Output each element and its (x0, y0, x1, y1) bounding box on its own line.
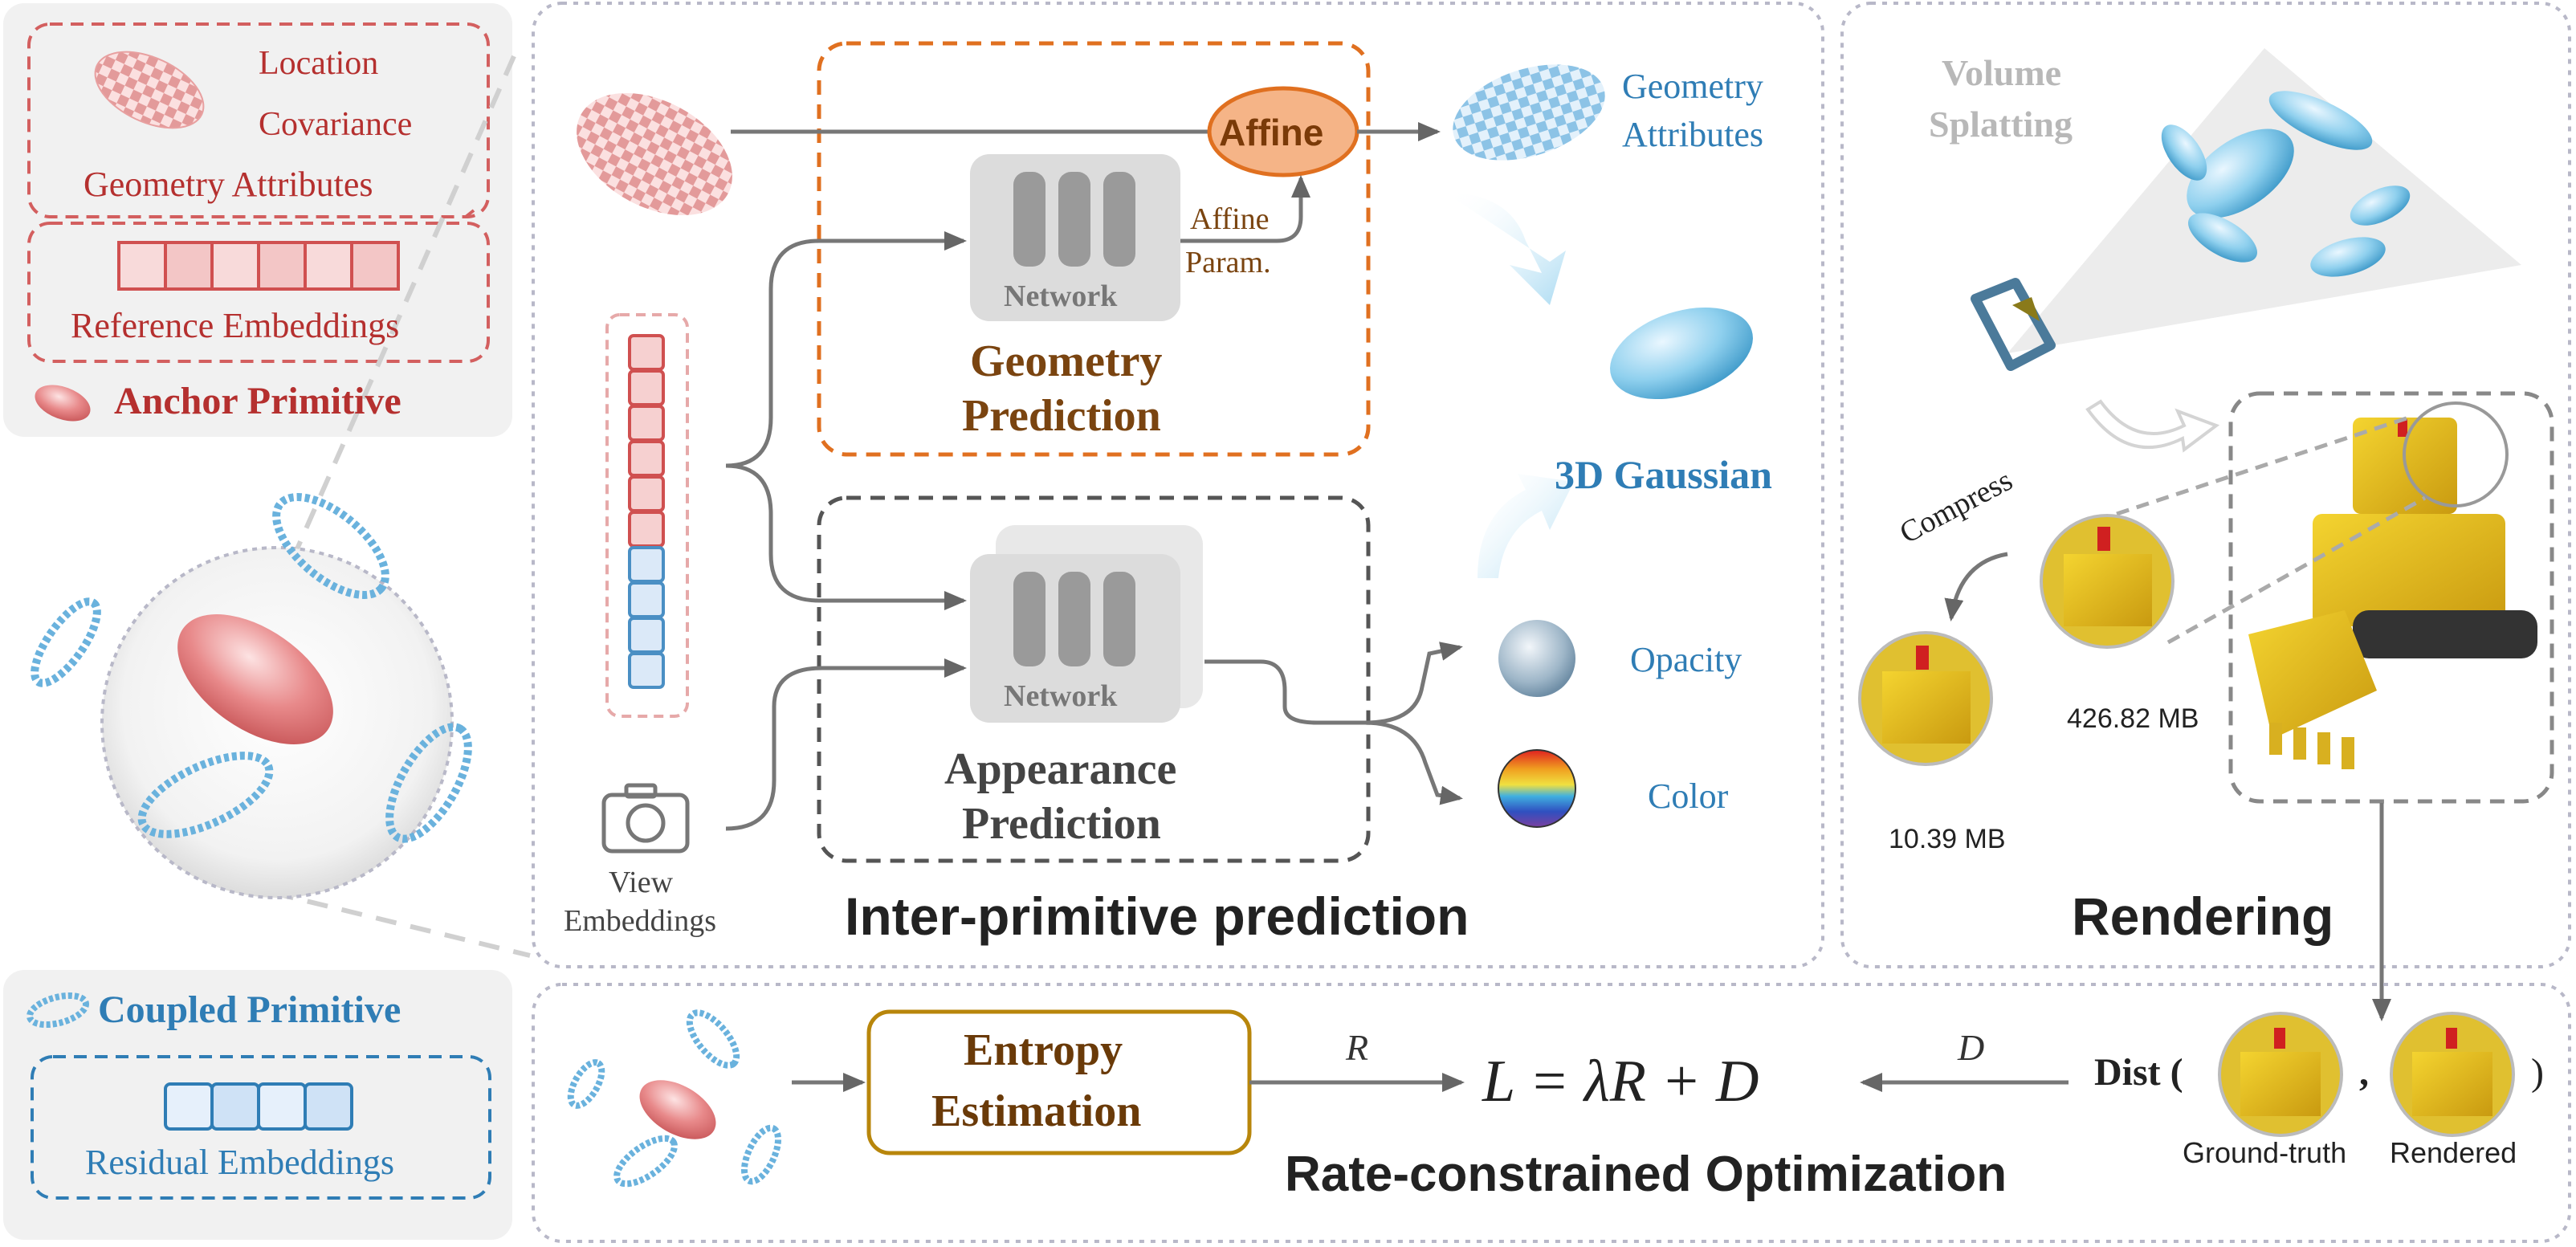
coupled-rings (31, 493, 472, 843)
rendering-title: Rendering (2072, 886, 2334, 946)
zoom-link-2 (2166, 495, 2427, 645)
zoom-ring (2403, 401, 2509, 507)
inter-primitive-title: Inter-primitive prediction (845, 886, 1469, 946)
inter-primitive-panel (532, 2, 1824, 968)
view-to-network-arrow (725, 658, 967, 831)
affine-label: Affine (1219, 112, 1324, 153)
opacity-sphere (1498, 620, 1575, 697)
input-anchor-ellipse (577, 92, 732, 216)
lego-bulldozer (2248, 418, 2537, 769)
coupled-primitive-label: Coupled Primitive (98, 988, 401, 1031)
camera-icon (601, 783, 690, 854)
volume-label: Volume (1942, 52, 2062, 93)
camera-frustum-icon (1971, 278, 2056, 371)
rendered-image (2390, 1012, 2515, 1137)
geometry-attributes-ellipse (1453, 64, 1605, 161)
column-fork-bottom (725, 463, 967, 610)
splatting-frustum (2007, 48, 2521, 353)
splat-ellipses (2161, 91, 2411, 277)
affine-param-label-1: Affine (1190, 202, 1270, 236)
dist-close-paren: ) (2531, 1051, 2544, 1094)
loss-formula: L = λR + D (1482, 1049, 1759, 1115)
entropy-label-1: Entropy (964, 1025, 1123, 1075)
network-top-label: Network (1004, 279, 1118, 313)
view-embeddings-label-2: Embeddings (564, 904, 716, 938)
view-embeddings-label-1: View (609, 866, 674, 899)
color-sphere (1498, 749, 1576, 828)
r-label: R (1346, 1027, 1369, 1068)
entropy-label-2: Estimation (931, 1086, 1142, 1136)
anchor-checker-ellipse (94, 51, 205, 129)
network-bottom-label: Network (1004, 679, 1118, 713)
dist-label: Dist ( (2094, 1051, 2183, 1094)
geometry-attributes-out-2: Attributes (1622, 115, 1763, 154)
render-curve-arrow (2085, 399, 2220, 453)
to-opacity-arrow (1364, 642, 1463, 725)
optimization-panel (532, 983, 2571, 1243)
dist-comma: , (2359, 1051, 2369, 1094)
geometry-attributes-box (27, 22, 490, 218)
geometry-prediction-label-2: Prediction (962, 391, 1161, 441)
ground-truth-image (2218, 1012, 2343, 1137)
zoom-original (2040, 514, 2175, 649)
reference-embeddings-cells (117, 241, 400, 291)
gaussian-3d-ellipse (1610, 307, 1753, 400)
ground-truth-label: Ground-truth (2183, 1136, 2347, 1169)
rendering-panel (1840, 2, 2571, 968)
appearance-to-gaussian-arrow (1478, 474, 1574, 578)
optimization-title: Rate-constrained Optimization (1285, 1147, 2007, 1202)
color-label: Color (1648, 776, 1729, 816)
zoom-link-1 (2116, 415, 2410, 516)
optimization-primitives (567, 1009, 782, 1188)
d-label: D (1958, 1027, 1985, 1068)
network-output-fork (1204, 659, 1365, 725)
residual-embeddings-cells (164, 1082, 353, 1131)
zoom-line-bottom (272, 890, 531, 958)
appearance-prediction-label-2: Prediction (962, 799, 1161, 849)
coupled-primitive-icon (26, 992, 90, 1029)
opacity-label: Opacity (1630, 640, 1742, 679)
size-compressed-label: 10.39 MB (1889, 824, 2006, 854)
appearance-prediction-box (817, 495, 1371, 863)
embedding-column-cells (628, 334, 665, 689)
affine-param-label-2: Param. (1185, 246, 1271, 279)
geometry-to-gaussian-arrow (1445, 193, 1566, 305)
covariance-label: Covariance (259, 106, 413, 143)
reference-embeddings-box (27, 222, 490, 363)
location-label: Location (259, 45, 379, 82)
to-color-arrow (1364, 720, 1463, 805)
residual-embeddings-label: Residual Embeddings (85, 1143, 394, 1182)
compress-arrow (1944, 552, 2008, 621)
anchor-primitive-icon (35, 385, 91, 422)
render-result-box (2228, 391, 2554, 804)
column-fork-top (725, 231, 967, 468)
splatting-label: Splatting (1929, 104, 2073, 145)
rendered-label: Rendered (2390, 1136, 2517, 1169)
geometry-prediction-box (817, 41, 1371, 457)
gaussian-3d-label: 3D Gaussian (1555, 452, 1772, 497)
affine-param-arrow (1180, 175, 1310, 243)
zoom-compressed (1858, 631, 1993, 766)
size-original-label: 426.82 MB (2067, 703, 2199, 734)
anchor-primitive-label: Anchor Primitive (114, 380, 401, 422)
reference-embeddings-label: Reference Embeddings (71, 306, 400, 345)
anchor-panel-bg (3, 3, 512, 437)
geometry-prediction-label-1: Geometry (970, 336, 1163, 386)
geometry-to-reference-arrow (464, 209, 475, 218)
geometry-attributes-out-1: Geometry (1622, 67, 1763, 106)
embedding-column-border (605, 313, 689, 718)
anchor-ellipse-large (177, 614, 333, 744)
camera-inner (2012, 297, 2040, 321)
geometry-attributes-label: Geometry Attributes (84, 165, 373, 204)
appearance-prediction-label-1: Appearance (944, 744, 1177, 794)
